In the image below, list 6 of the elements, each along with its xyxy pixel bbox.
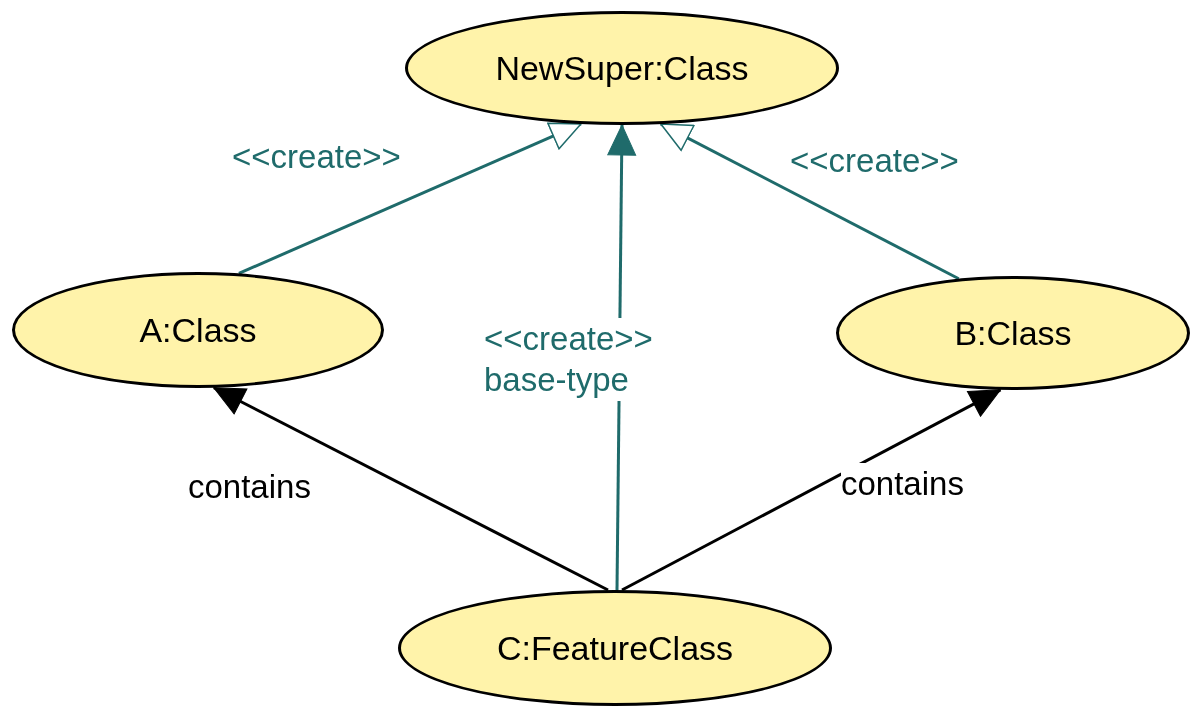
- class-ellipse: A:Class: [12, 272, 384, 388]
- class-ellipse: B:Class: [836, 276, 1190, 390]
- arrow: [213, 386, 609, 592]
- class-ellipse: C:FeatureClass: [398, 590, 832, 706]
- arrow: [621, 388, 1002, 592]
- class-ellipse: NewSuper:Class: [405, 11, 839, 125]
